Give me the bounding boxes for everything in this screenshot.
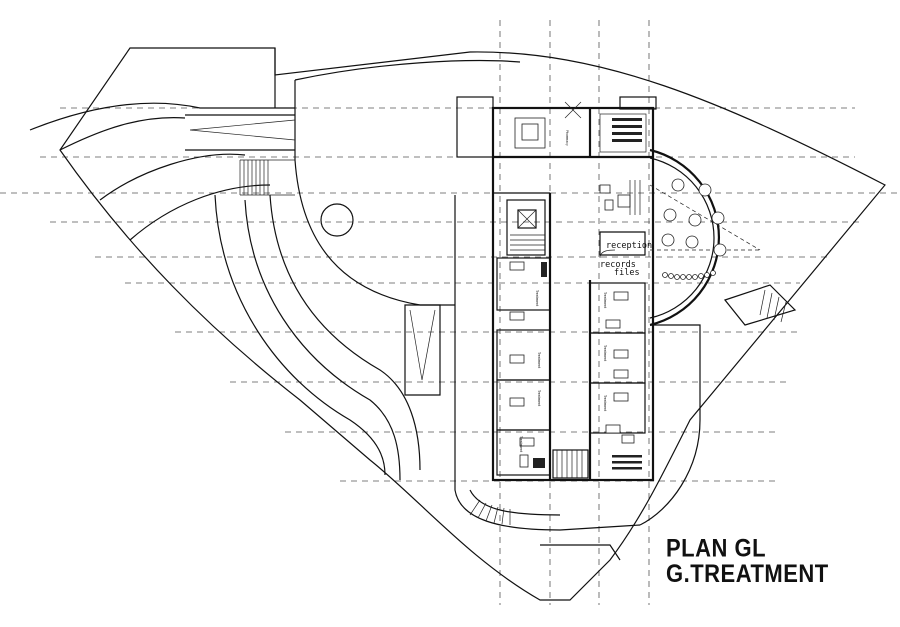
treatment-label-6: Treatment <box>603 344 607 362</box>
main-building: Pharmacy Treatment Treatment Treatment T… <box>456 96 657 482</box>
plan-title: PLAN GL G.TREATMENT <box>666 533 829 588</box>
site-outline <box>29 47 886 601</box>
reception-label: reception <box>606 241 652 251</box>
treatment-label-5: Treatment <box>603 291 607 309</box>
plan-title-line2: G.TREATMENT <box>666 559 829 588</box>
treatment-label-3: Treatment <box>537 389 541 407</box>
plan-title-line1: PLAN GL <box>666 533 767 563</box>
pharmacy-label: Pharmacy <box>565 130 569 146</box>
lounge-tables <box>661 178 727 257</box>
grid-lines <box>0 20 900 605</box>
treatment-label-7: Treatment <box>603 394 607 412</box>
files-label: files <box>614 268 640 278</box>
treatment-label-2: Treatment <box>537 351 541 369</box>
treatment-label-1: Treatment <box>535 289 539 307</box>
treatment-label-4: Treatment <box>519 435 523 453</box>
waiting-lounge <box>649 148 797 327</box>
records-label: records <box>600 260 636 270</box>
